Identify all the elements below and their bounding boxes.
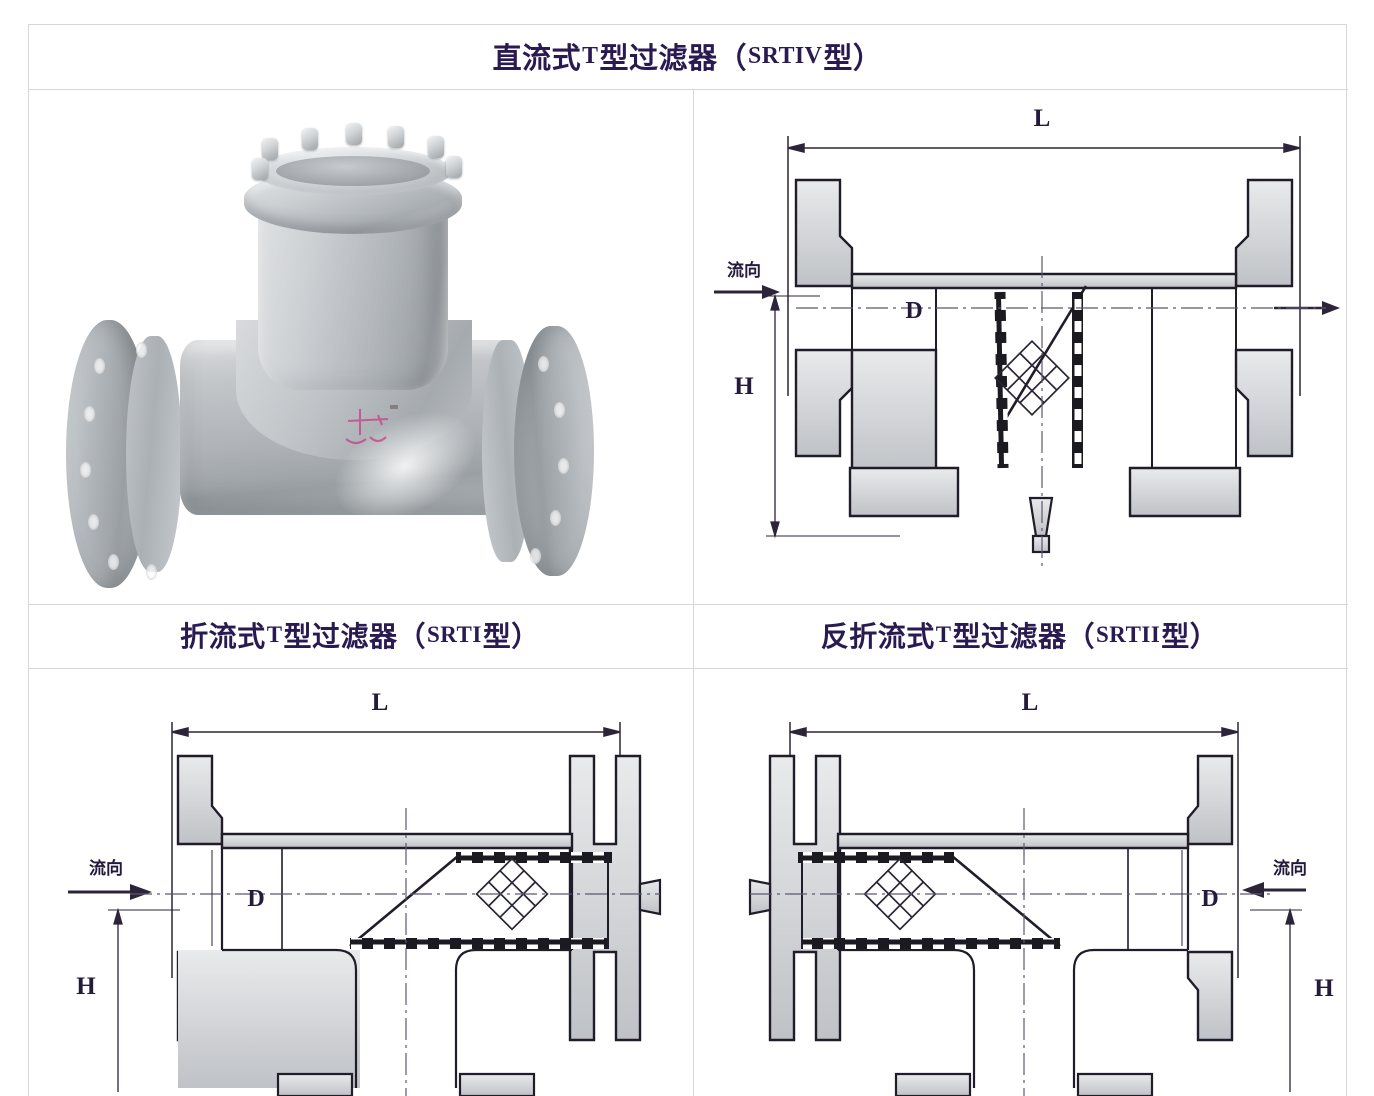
srtii-side-plug xyxy=(748,878,772,916)
column-divider-top xyxy=(693,89,694,604)
photo-flange-bolt-hole xyxy=(88,514,99,530)
title-srti-cn-mid: 型过滤器（ xyxy=(283,622,427,653)
product-photo-cell xyxy=(30,90,690,603)
srtii-chamber-outline xyxy=(836,848,1190,1088)
spec-table-grid xyxy=(28,24,1348,1096)
photo-flange-bolt-hole xyxy=(538,356,549,372)
title-srtiv-model: SRTIV xyxy=(748,42,823,69)
srtiv-label-flow: 流向 xyxy=(727,260,761,280)
title-srti-cn-suffix: 型） xyxy=(482,622,540,653)
srtiv-label-L: L xyxy=(1034,105,1051,132)
srtii-label-D: D xyxy=(1201,886,1218,912)
row-divider-header xyxy=(29,89,1348,90)
srti-dim-height xyxy=(108,907,180,1092)
title-srti-cn-prefix: 折流式 xyxy=(180,622,266,653)
srti-screen-assembly xyxy=(349,852,612,949)
title-srtii-cn-prefix: 反折流式 xyxy=(820,622,935,653)
srti-bottom-flange xyxy=(276,1072,536,1096)
title-srtiv-latin-t: T xyxy=(582,42,599,69)
srtii-dim-height xyxy=(1250,907,1302,1092)
srtii-centrelines xyxy=(750,808,1270,1096)
title-srtii-cn-suffix: 型） xyxy=(1161,622,1219,653)
srtii-label-H: H xyxy=(1314,975,1334,1002)
srtiv-label-H: H xyxy=(734,373,754,400)
photo-cover-bolt xyxy=(262,138,278,160)
srti-label-D: D xyxy=(247,886,264,912)
title-srtiv-cn-prefix: 直流式 xyxy=(492,43,582,75)
photo-cover-bolt xyxy=(428,136,444,158)
photo-cover-bolt xyxy=(388,126,404,148)
srti-mesh-symbol-icon xyxy=(475,857,549,931)
photo-cover-bolt xyxy=(252,158,268,180)
photo-cover-bolt xyxy=(346,123,362,145)
srtiv-dim-length xyxy=(787,136,1301,396)
row-divider-middle xyxy=(29,604,1348,605)
srti-label-flow: 流向 xyxy=(89,858,123,878)
photo-right-flange xyxy=(514,326,594,576)
srtii-flow-arrow-icon xyxy=(1242,882,1306,898)
srtii-screen-assembly xyxy=(798,852,1061,949)
title-srti-latin-t: T xyxy=(266,622,283,647)
title-srtii-model: SRTII xyxy=(1096,622,1161,647)
title-srtiv-cn-mid: 型过滤器（ xyxy=(599,43,748,75)
drawing-srti: L H 流向 xyxy=(60,678,680,1096)
photo-red-stamp-icon xyxy=(345,405,398,445)
photo-flange-bolt-hole xyxy=(136,342,147,358)
srtiv-screen-diagonal xyxy=(994,285,1088,469)
title-srti-model: SRTI xyxy=(427,622,482,647)
row-divider-lower xyxy=(29,668,1348,669)
srti-chamber-outline xyxy=(220,848,574,1088)
srti-flow-arrow-icon xyxy=(68,884,152,900)
title-srtiv-cn-suffix: 型） xyxy=(823,43,883,75)
strainer-product-photo xyxy=(30,90,690,603)
photo-flange-bolt-hole xyxy=(558,458,569,474)
title-srtii-latin-t: T xyxy=(935,622,952,647)
srtiv-mesh-symbol-icon xyxy=(994,340,1070,416)
srti-body-section xyxy=(176,754,642,1088)
photo-flange-bolt-hole xyxy=(94,358,105,374)
srti-side-plug xyxy=(638,878,662,916)
photo-flange-bolt-hole xyxy=(146,564,157,580)
srtii-bottom-flange xyxy=(894,1072,1154,1096)
srtiv-chamber-outline xyxy=(851,288,1237,468)
srti-label-H: H xyxy=(76,973,96,1000)
srti-label-L: L xyxy=(372,689,389,716)
photo-left-flange-hub xyxy=(126,336,182,572)
title-srtii-cn-mid: 型过滤器（ xyxy=(952,622,1096,653)
srtii-label-flow: 流向 xyxy=(1273,858,1307,878)
photo-flange-bolt-hole xyxy=(550,510,561,526)
srtii-label-L: L xyxy=(1022,689,1039,716)
srtiv-drain-plug xyxy=(1028,496,1054,554)
photo-cover-bolt xyxy=(446,156,462,178)
drawing-srtii: L H 流向 xyxy=(730,678,1350,1096)
srtiv-centrelines xyxy=(796,256,1326,566)
drawing-srtiv: L H 流向 xyxy=(700,96,1344,596)
photo-flange-bolt-hole xyxy=(80,462,91,478)
column-divider-titles xyxy=(693,604,694,668)
column-divider-bottom xyxy=(693,668,694,1096)
photo-flange-bolt-hole xyxy=(84,406,95,422)
photo-flange-bolt-hole xyxy=(108,554,119,570)
srtiv-label-D: D xyxy=(905,298,922,324)
photo-cover-bolt xyxy=(302,128,318,150)
srtiv-body-section xyxy=(794,178,1294,518)
photo-flange-bolt-hole xyxy=(530,548,541,564)
srti-centrelines xyxy=(130,808,660,1096)
srtii-mesh-symbol-icon xyxy=(863,857,937,931)
photo-flange-bolt-hole xyxy=(554,402,565,418)
srtii-body-section xyxy=(768,754,1234,1042)
srtiv-dim-height xyxy=(766,293,900,539)
photo-cover-recess xyxy=(276,156,430,186)
srtiv-flow-arrow-icon xyxy=(714,285,780,299)
